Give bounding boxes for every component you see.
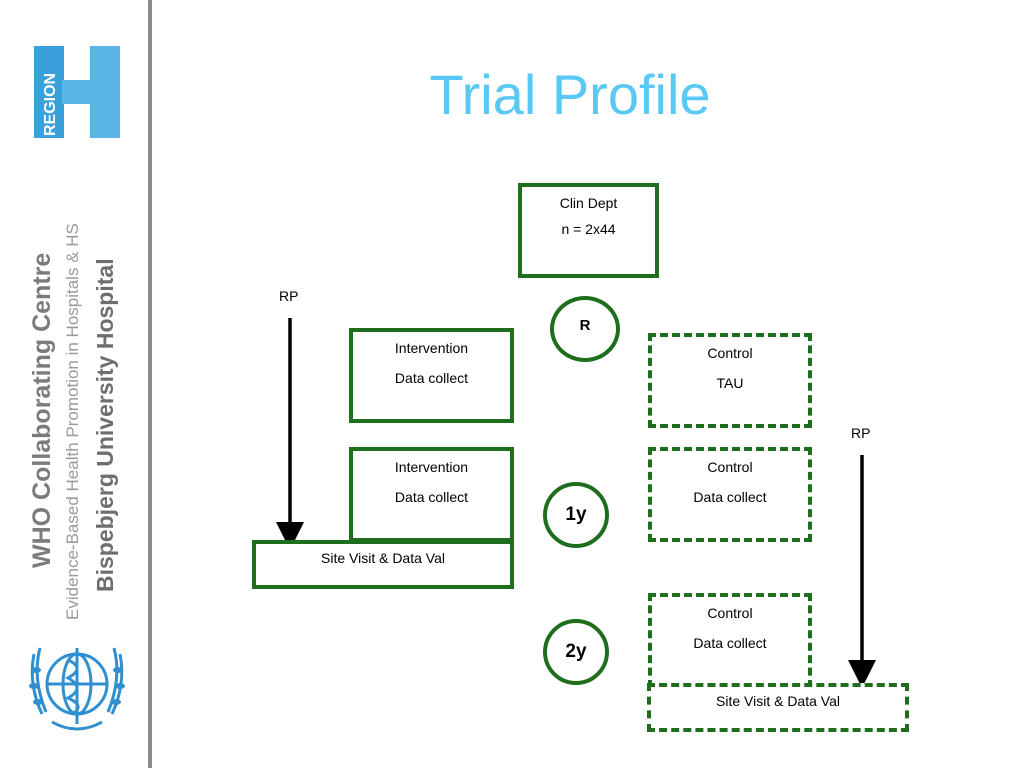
region-h-logo-icon: REGION (34, 44, 122, 140)
intervention-1-detail: Data collect (394, 370, 469, 386)
region-logo-text: REGION (42, 73, 59, 136)
site-visit-right-label: Site Visit & Data Val (716, 693, 840, 709)
intervention-box-2: Intervention Data collect (349, 447, 514, 542)
site-visit-box-left: Site Visit & Data Val (252, 540, 514, 589)
sidebar-divider (148, 0, 152, 768)
randomization-label: R (579, 317, 591, 334)
control-3-label: Control (707, 605, 753, 621)
year-1-circle: 1y (543, 482, 609, 548)
control-box-2: Control Data collect (648, 447, 812, 542)
control-2-label: Control (707, 459, 753, 475)
intervention-box-1: Intervention Data collect (349, 328, 514, 423)
page-title: Trial Profile (429, 63, 711, 126)
clin-dept-count: n = 2x44 (561, 221, 616, 237)
control-1-detail: TAU (716, 375, 744, 391)
control-1-label: Control (707, 345, 753, 361)
year-2-label: 2y (565, 641, 587, 662)
clin-dept-box: Clin Dept n = 2x44 (518, 183, 659, 278)
who-emblem-icon (29, 647, 125, 731)
year-2-circle: 2y (543, 619, 609, 685)
intervention-1-label: Intervention (394, 340, 469, 356)
site-visit-left-label: Site Visit & Data Val (321, 550, 445, 566)
randomization-circle: R (550, 296, 620, 362)
year-1-label: 1y (565, 504, 587, 525)
rp-right-label: RP (851, 425, 871, 441)
control-2-detail: Data collect (693, 489, 767, 505)
control-box-3: Control Data collect (648, 593, 812, 688)
intervention-2-detail: Data collect (394, 489, 469, 505)
control-3-detail: Data collect (693, 635, 767, 651)
clin-dept-label: Clin Dept (559, 195, 618, 211)
intervention-2-label: Intervention (394, 459, 469, 475)
rp-left-label: RP (279, 288, 299, 304)
site-visit-box-right: Site Visit & Data Val (647, 683, 909, 732)
sidebar: REGION WHO Collaborating Centre Evidence… (0, 0, 148, 768)
control-box-1: Control TAU (648, 333, 812, 428)
